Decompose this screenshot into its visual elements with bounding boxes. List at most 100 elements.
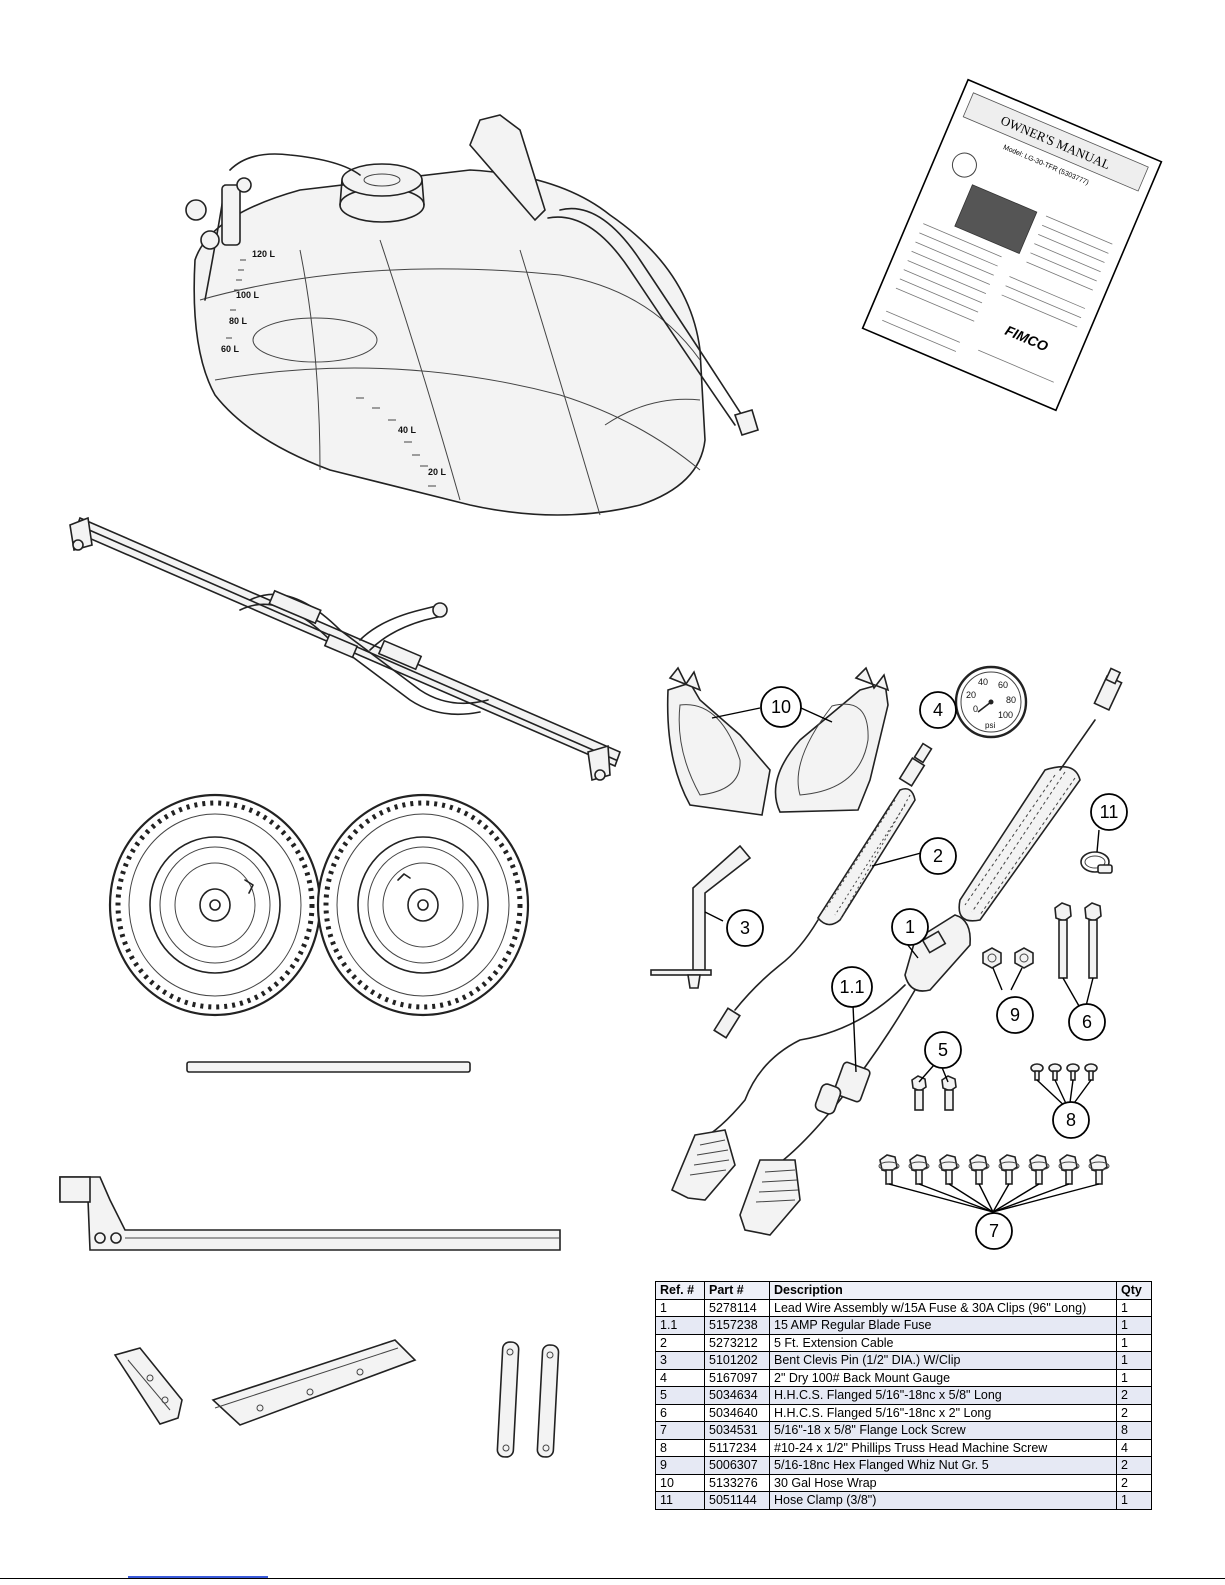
- callout-10: 10: [760, 686, 802, 728]
- cell-ref: 5: [655, 1386, 705, 1405]
- battery-clip: [670, 1129, 736, 1201]
- callout-9: 9: [996, 996, 1034, 1034]
- cell-part: 5006307: [704, 1456, 770, 1475]
- callout-1: 1: [891, 908, 929, 946]
- owners-manual-booklet: OWNER'S MANUAL Model: LG-30-TFR (5303777…: [861, 78, 1163, 412]
- cell-part: 5167097: [704, 1368, 770, 1387]
- wheel-right: [316, 793, 530, 1017]
- gauge-scale-60: 60: [998, 680, 1008, 690]
- svg-text:9: 9: [1010, 1005, 1020, 1025]
- cell-qty: 1: [1116, 1298, 1152, 1317]
- cell-ref: 1: [655, 1298, 705, 1317]
- callout-1-1: 1.1: [831, 966, 873, 1008]
- cell-part: 5273212: [704, 1333, 770, 1352]
- gauge-scale-20: 20: [966, 690, 976, 700]
- footer-rule: [0, 1578, 1225, 1579]
- cell-description: H.H.C.S. Flanged 5/16"-18nc x 5/8" Long: [769, 1386, 1117, 1405]
- cell-description: H.H.C.S. Flanged 5/16"-18nc x 2" Long: [769, 1403, 1117, 1422]
- cell-qty: 1: [1116, 1316, 1152, 1335]
- col-header-description: Description: [769, 1281, 1117, 1300]
- cell-qty: 2: [1116, 1456, 1152, 1475]
- lead-wire-assembly: [670, 667, 1123, 1236]
- cell-ref: 3: [655, 1351, 705, 1370]
- extension-cable: [713, 742, 933, 1039]
- screw-7: [878, 1154, 1110, 1185]
- callout-leaders: [704, 707, 1100, 1213]
- cell-part: 5034531: [704, 1421, 770, 1440]
- hose-wrap-left: [666, 666, 771, 816]
- callout-6: 6: [1068, 1003, 1106, 1041]
- screw-8: [1030, 1063, 1098, 1081]
- cell-qty: 4: [1116, 1438, 1152, 1457]
- cell-qty: 2: [1116, 1403, 1152, 1422]
- callout-11: 11: [1090, 793, 1128, 831]
- cell-description: Hose Clamp (3/8"): [769, 1491, 1117, 1510]
- gauge-scale-0: 0: [973, 704, 978, 714]
- svg-text:6: 6: [1082, 1012, 1092, 1032]
- cell-part: 5034634: [704, 1386, 770, 1405]
- cell-qty: 1: [1116, 1491, 1152, 1510]
- cell-ref: 7: [655, 1421, 705, 1440]
- cell-description: 5/16-18nc Hex Flanged Whiz Nut Gr. 5: [769, 1456, 1117, 1475]
- callout-2: 2: [919, 837, 957, 875]
- cell-part: 5133276: [704, 1473, 770, 1492]
- cell-description: 2" Dry 100# Back Mount Gauge: [769, 1368, 1117, 1387]
- svg-text:1: 1: [905, 917, 915, 937]
- cell-ref: 6: [655, 1403, 705, 1422]
- cell-ref: 1.1: [655, 1316, 705, 1335]
- cell-ref: 9: [655, 1456, 705, 1475]
- cell-part: 5034640: [704, 1403, 770, 1422]
- svg-text:3: 3: [740, 918, 750, 938]
- callout-8: 8: [1052, 1101, 1090, 1139]
- support-straps: [496, 1341, 560, 1458]
- cell-qty: 1: [1116, 1368, 1152, 1387]
- cell-description: Lead Wire Assembly w/15A Fuse & 30A Clip…: [769, 1298, 1117, 1317]
- col-header-ref: Ref. #: [655, 1281, 705, 1300]
- cell-ref: 11: [655, 1491, 705, 1510]
- spray-boom: [69, 516, 622, 782]
- cell-ref: 4: [655, 1368, 705, 1387]
- cell-ref: 8: [655, 1438, 705, 1457]
- cell-qty: 2: [1116, 1473, 1152, 1492]
- cell-description: 30 Gal Hose Wrap: [769, 1473, 1117, 1492]
- bolt-6: [1054, 902, 1102, 979]
- gauge-scale-100: 100: [998, 710, 1013, 720]
- cell-part: 5117234: [704, 1438, 770, 1457]
- svg-text:1.1: 1.1: [839, 977, 864, 997]
- gauge-scale-80: 80: [1006, 695, 1016, 705]
- cell-description: Bent Clevis Pin (1/2" DIA.) W/Clip: [769, 1351, 1117, 1370]
- cell-part: 5278114: [704, 1298, 770, 1317]
- cell-ref: 10: [655, 1473, 705, 1492]
- svg-text:4: 4: [933, 700, 943, 720]
- cell-description: 5/16"-18 x 5/8" Flange Lock Screw: [769, 1421, 1117, 1440]
- callout-3: 3: [726, 909, 764, 947]
- cell-qty: 8: [1116, 1421, 1152, 1440]
- footer-link-underline[interactable]: [128, 1576, 268, 1578]
- cell-part: 5051144: [704, 1491, 770, 1510]
- volume-mark: 120 L: [252, 249, 276, 259]
- mounting-bracket-long: [211, 1339, 417, 1426]
- callout-7: 7: [975, 1212, 1013, 1250]
- tow-bar: [59, 1176, 561, 1251]
- svg-text:7: 7: [989, 1221, 999, 1241]
- volume-mark: 100 L: [236, 290, 260, 300]
- cell-description: #10-24 x 1/2" Phillips Truss Head Machin…: [769, 1438, 1117, 1457]
- hose-clamp: [1080, 851, 1113, 874]
- cell-ref: 2: [655, 1333, 705, 1352]
- nut-9: [982, 947, 1034, 969]
- cell-part: 5157238: [704, 1316, 770, 1335]
- pressure-gauge: 0 20 40 60 80 100 psi: [954, 665, 1028, 739]
- volume-mark: 80 L: [229, 316, 248, 326]
- cell-part: 5101202: [704, 1351, 770, 1370]
- cell-description: 5 Ft. Extension Cable: [769, 1333, 1117, 1352]
- callout-4: 4: [919, 691, 957, 729]
- svg-text:11: 11: [1100, 802, 1119, 822]
